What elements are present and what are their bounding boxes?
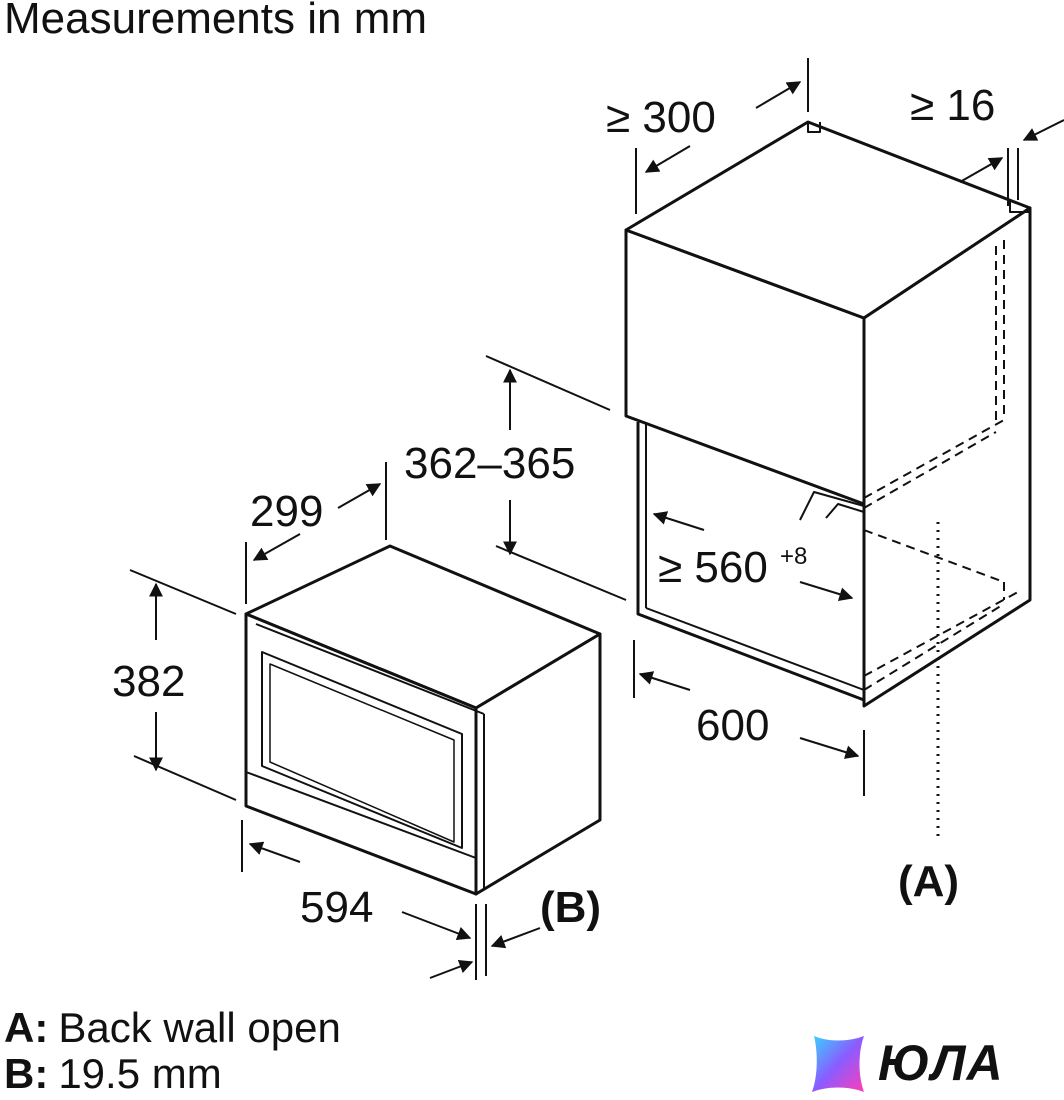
dim-app-depth: 299 — [250, 487, 323, 536]
legend-text-a: Back wall open — [58, 1004, 341, 1051]
hidden-lines — [863, 240, 1019, 691]
diagram-title: Measurements in mm — [4, 0, 428, 43]
legend-text-b: 19.5 mm — [58, 1050, 222, 1097]
dim-niche-height: 362–365 — [404, 439, 575, 488]
legend-key-a: A: — [4, 1004, 49, 1051]
niche-outline — [636, 422, 865, 702]
legend-key-b: B: — [4, 1050, 49, 1097]
dim-app-width: 594 — [300, 883, 373, 932]
dim-cab-width: 600 — [696, 701, 769, 750]
brand-watermark: ЮЛА — [808, 1032, 1064, 1098]
brand-name: ЮЛА — [878, 1035, 1004, 1091]
dim-app-height: 382 — [112, 657, 185, 706]
legend-item-a: A:Back wall open — [4, 1004, 341, 1052]
dim-cab-depth: ≥ 300 — [606, 93, 716, 142]
appliance-dimension-lines — [129, 462, 541, 980]
appliance-drawing — [244, 544, 602, 896]
appliance-front — [244, 612, 478, 896]
dim-niche-width-tolerance: +8 — [780, 543, 807, 570]
label-b: (B) — [540, 883, 601, 932]
dim-cab-gap: ≥ 16 — [910, 81, 995, 130]
cabinet-side — [862, 206, 1032, 708]
appliance-window — [261, 651, 463, 849]
dim-niche-width-value: ≥ 560 — [658, 543, 768, 592]
legend-item-b: B:19.5 mm — [4, 1050, 222, 1098]
label-a: (A) — [898, 857, 959, 906]
brand-logo-icon — [812, 1036, 864, 1092]
dim-niche-width-main: ≥ 560 +8 — [658, 543, 807, 592]
cabinet-dimension-lines — [485, 58, 1064, 796]
cabinet-drawing — [624, 120, 1032, 838]
